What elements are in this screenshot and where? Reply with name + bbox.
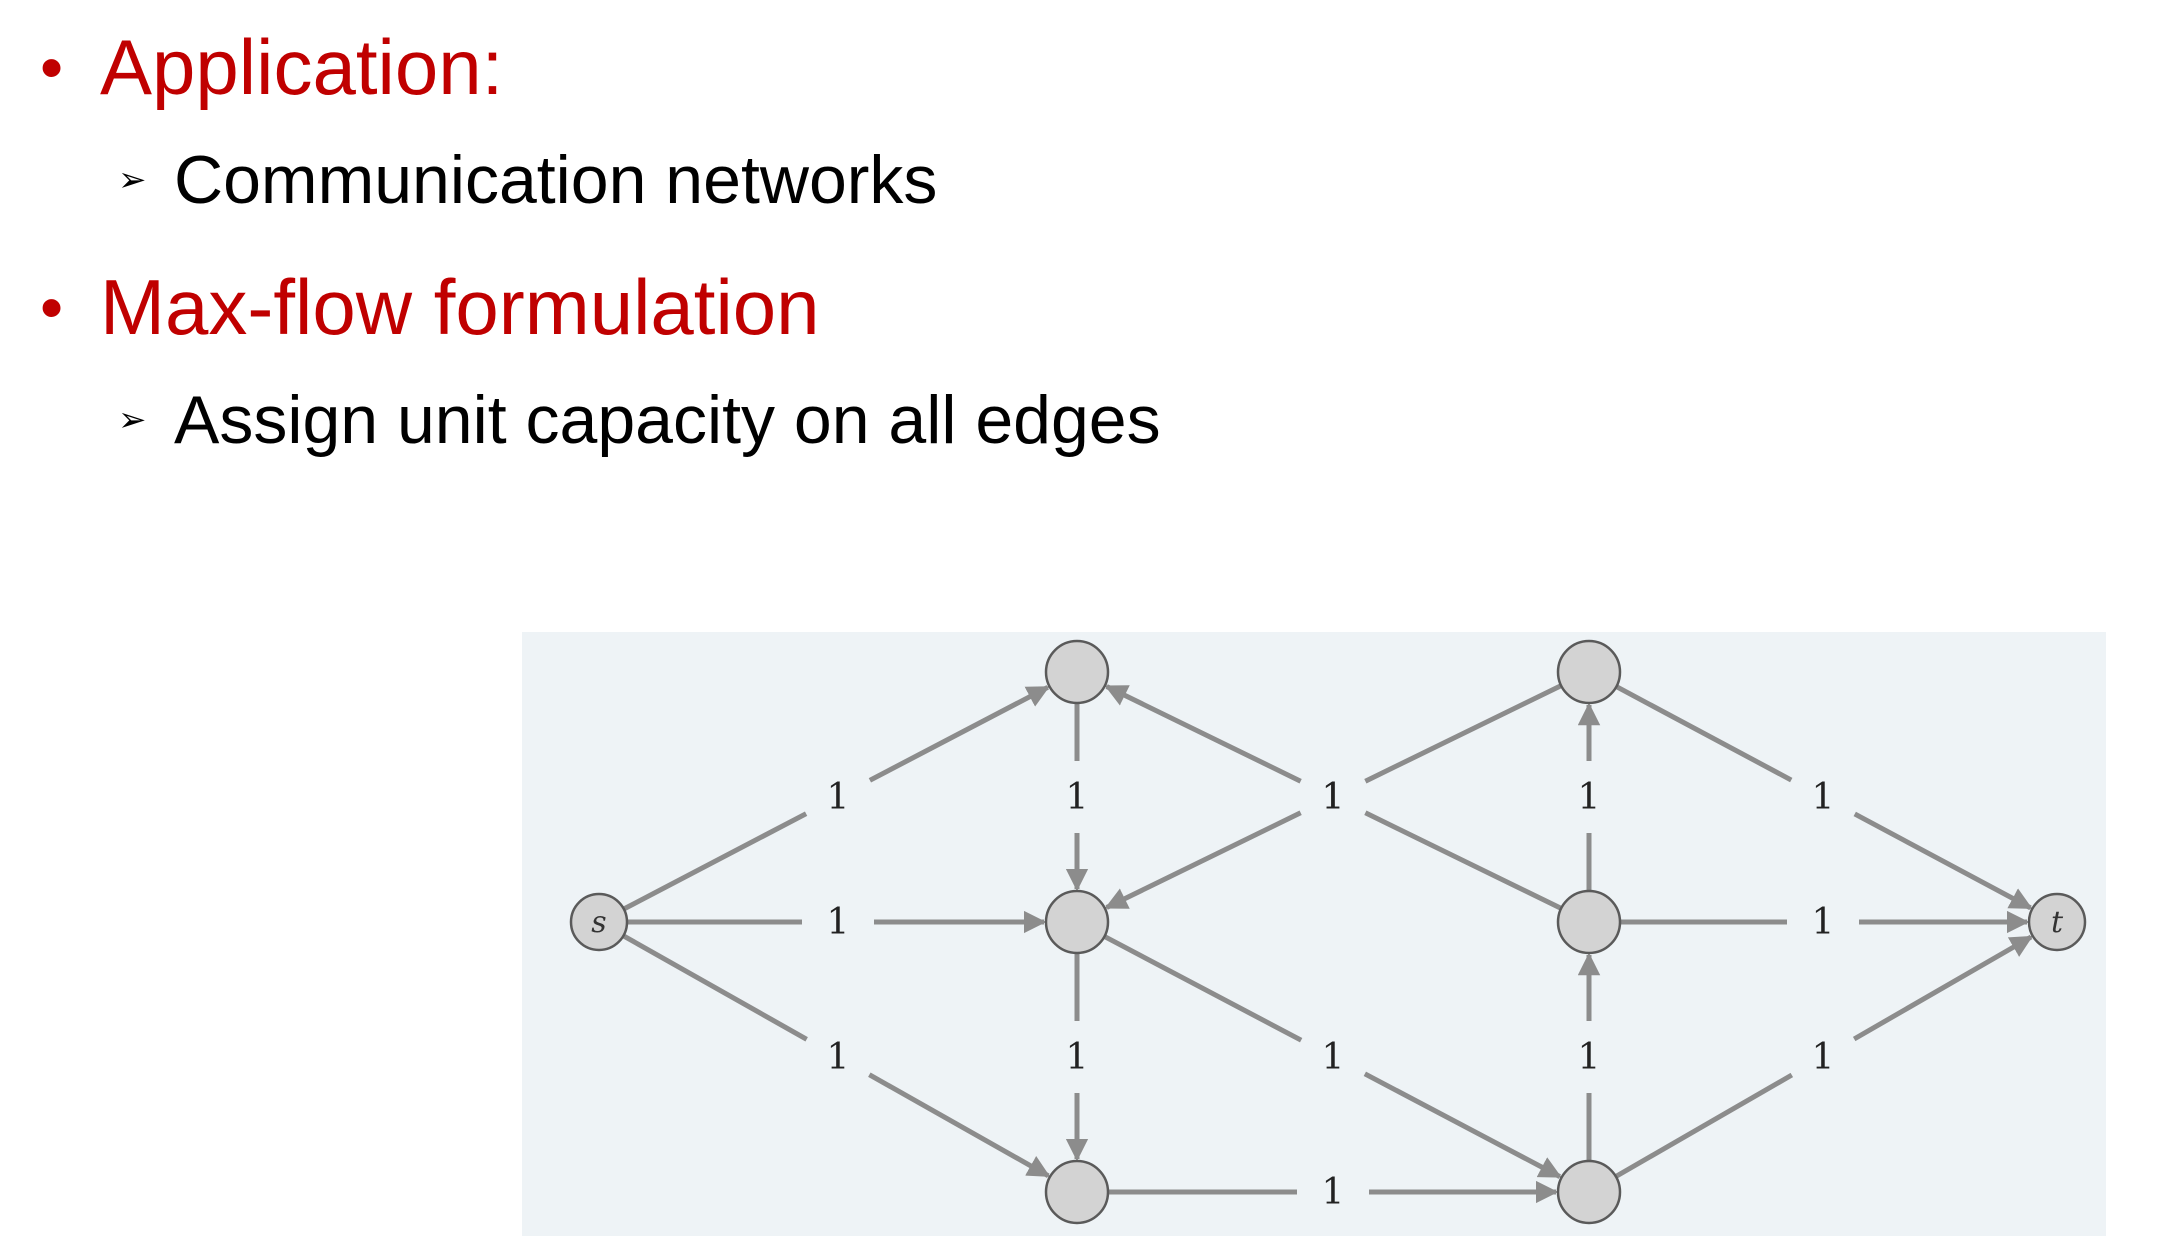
edge-d-b-tail — [1364, 683, 1563, 784]
edge-s-c-tail — [622, 933, 808, 1042]
bullet-title: Application: — [100, 23, 504, 111]
sub-bullet-text: Communication networks — [174, 142, 938, 218]
node-c — [1044, 1159, 1110, 1225]
capacity-label-e-a: 1 — [1322, 777, 1345, 818]
node-b — [1044, 889, 1110, 955]
edge-d-t-head — [1853, 811, 2033, 911]
capacity-label-c-f: 1 — [1322, 1172, 1345, 1213]
bullet-dot-icon: • — [40, 270, 64, 344]
bullet-title: Max-flow formulation — [100, 263, 820, 351]
edge-d-t-tail — [1615, 684, 1793, 783]
node-t — [2027, 892, 2087, 952]
edge-e-a-head — [1104, 684, 1302, 784]
node-a — [1044, 639, 1110, 705]
capacity-label-f-t: 1 — [1812, 1037, 1835, 1078]
node-e — [1556, 889, 1622, 955]
arrowhead-bullet-icon: ➢ — [118, 401, 147, 439]
capacity-label-d-b: 1 — [1322, 777, 1345, 818]
capacity-label-s-b: 1 — [827, 902, 850, 943]
arrowhead-bullet-icon: ➢ — [118, 161, 147, 199]
capacity-label-b-f: 1 — [1322, 1037, 1345, 1078]
edge-f-t-head — [1852, 934, 2033, 1042]
diagram-background — [522, 632, 2106, 1236]
edge-s-c-head — [868, 1072, 1051, 1178]
edges-layer — [622, 683, 2033, 1204]
capacity-label-e-d: 1 — [1578, 777, 1601, 818]
node-label-t: t — [2051, 905, 2064, 940]
capacity-label-e-t: 1 — [1812, 902, 1835, 943]
bullet-application: • Application: — [40, 22, 503, 112]
edge-s-a-head — [868, 685, 1050, 783]
node-d — [1556, 639, 1622, 705]
bullet-dot-icon: • — [40, 30, 64, 104]
capacity-label-f-e: 1 — [1578, 1037, 1601, 1078]
edge-d-b-head — [1104, 810, 1302, 910]
node-f — [1556, 1159, 1622, 1225]
capacity-label-s-c: 1 — [827, 1037, 850, 1078]
bullet-maxflow: • Max-flow formulation — [40, 262, 820, 352]
edge-b-f-head — [1363, 1071, 1562, 1179]
edge-e-a-tail — [1364, 810, 1563, 911]
edge-s-a-tail — [622, 811, 808, 912]
sub-bullet-communication: ➢ Communication networks — [118, 140, 937, 220]
capacity-label-b-c: 1 — [1066, 1037, 1089, 1078]
sub-bullet-text: Assign unit capacity on all edges — [174, 382, 1161, 458]
capacity-label-s-a: 1 — [827, 777, 850, 818]
edge-f-t-tail — [1614, 1072, 1794, 1179]
edge-b-f-tail — [1103, 934, 1303, 1043]
capacity-label-d-t: 1 — [1812, 777, 1835, 818]
sub-bullet-capacity: ➢ Assign unit capacity on all edges — [118, 380, 1161, 460]
node-s — [569, 892, 629, 952]
capacity-label-a-b: 1 — [1066, 777, 1089, 818]
node-label-s: s — [591, 905, 606, 940]
